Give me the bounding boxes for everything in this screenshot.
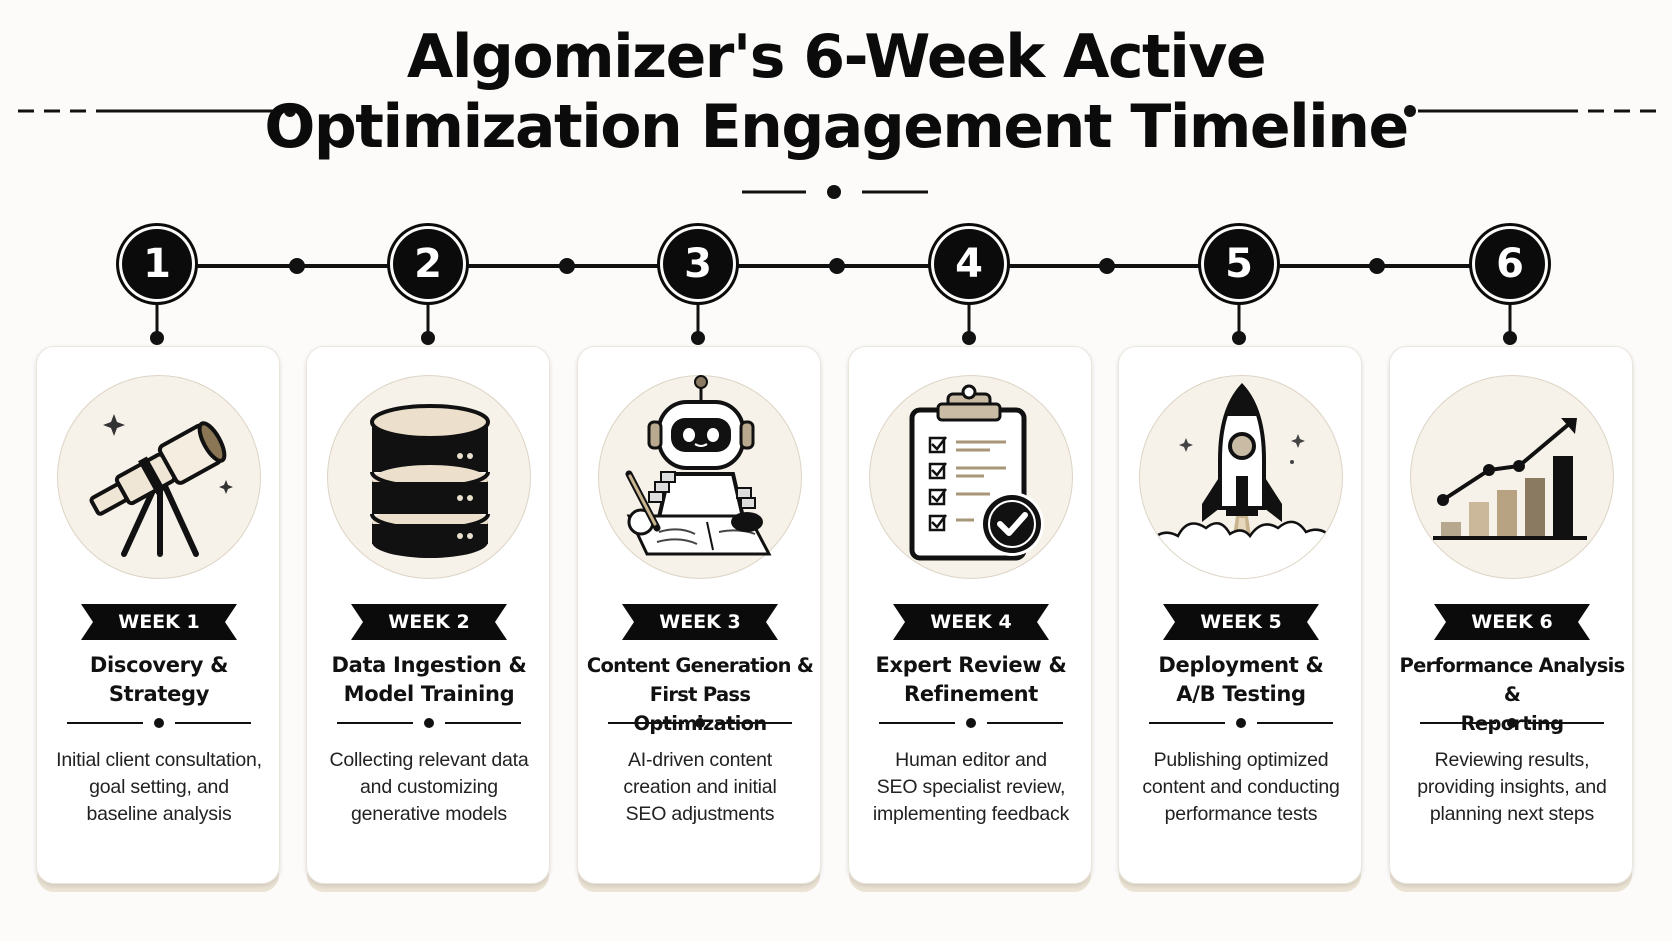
step-number: 3: [684, 241, 712, 287]
week-badge: WEEK 6: [1434, 604, 1590, 640]
step-number: 1: [143, 241, 171, 287]
card-title: Content Generation &First Pass Optimizat…: [586, 654, 814, 735]
clipboard-check-icon: [869, 375, 1073, 579]
step-marker-2: 2: [393, 229, 463, 299]
week-card-1: WEEK 1 Discovery &Strategy Initial clien…: [36, 346, 280, 884]
card-title: Deployment &A/B Testing: [1158, 653, 1324, 706]
week-card-5: WEEK 5 Deployment &A/B Testing Publishin…: [1118, 346, 1362, 884]
growth-chart-icon: [1410, 375, 1614, 579]
divider: [608, 718, 792, 728]
week-card-4: WEEK 4 Expert Review &Refinement Human e…: [848, 346, 1092, 884]
card-description: Reviewing results,providing insights, an…: [1417, 749, 1607, 825]
week-badge: WEEK 5: [1163, 604, 1319, 640]
step-marker-4: 4: [934, 229, 1004, 299]
week-badge: WEEK 1: [81, 604, 237, 640]
divider: [879, 718, 1063, 728]
telescope-icon: [57, 375, 261, 579]
week-card-6: WEEK 6 Performance Analysis &Reporting R…: [1389, 346, 1633, 884]
step-marker-5: 5: [1204, 229, 1274, 299]
step-number: 6: [1496, 241, 1524, 287]
week-badge: WEEK 3: [622, 604, 778, 640]
card-title: Data Ingestion &Model Training: [331, 653, 527, 706]
step-number: 4: [955, 241, 983, 287]
step-number: 5: [1225, 241, 1253, 287]
step-number: 2: [414, 241, 442, 287]
divider: [337, 718, 521, 728]
rocket-icon: [1139, 375, 1343, 579]
step-marker-6: 6: [1475, 229, 1545, 299]
page-title-line-2: Optimization Engagement Timeline: [264, 92, 1409, 162]
week-badge: WEEK 2: [351, 604, 507, 640]
robot-writer-icon: [598, 375, 802, 579]
divider: [1149, 718, 1333, 728]
page-title-line-1: Algomizer's 6-Week Active: [406, 22, 1267, 92]
week-badge: WEEK 4: [893, 604, 1049, 640]
divider: [1420, 718, 1604, 728]
card-description: Initial client consultation,goal setting…: [56, 749, 262, 825]
card-title: Discovery &Strategy: [89, 653, 229, 706]
step-marker-3: 3: [663, 229, 733, 299]
database-icon: [327, 375, 531, 579]
week-card-3: WEEK 3 Content Generation &First Pass Op…: [577, 346, 821, 884]
card-title: Performance Analysis &Reporting: [1399, 654, 1626, 735]
card-title: Expert Review &Refinement: [875, 653, 1067, 706]
week-card-2: WEEK 2 Data Ingestion &Model Training Co…: [306, 346, 550, 884]
step-marker-1: 1: [122, 229, 192, 299]
divider: [67, 718, 251, 728]
